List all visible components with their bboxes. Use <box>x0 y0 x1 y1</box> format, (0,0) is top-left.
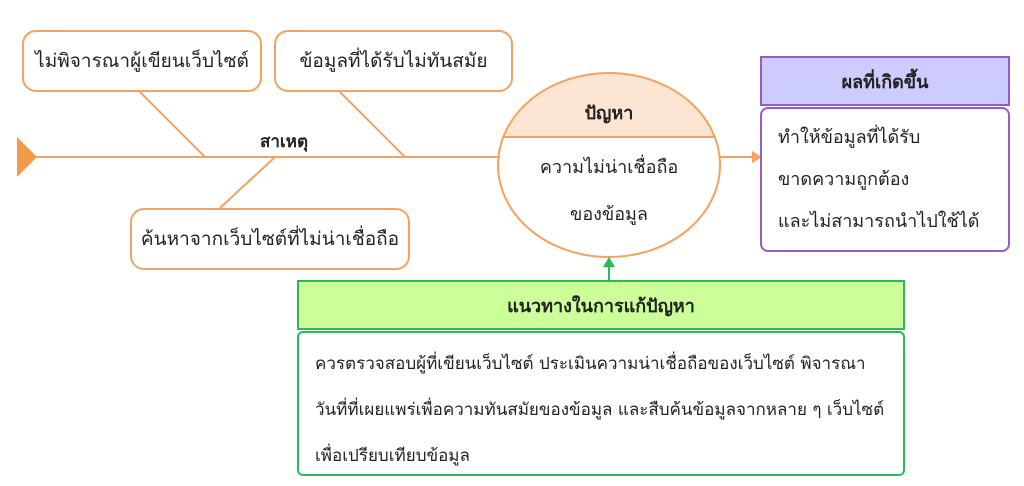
effect-body: ทำให้ข้อมูลที่ได้รับ ขาดความถูกต้อง และไ… <box>760 107 1010 252</box>
cause-box-3: ค้นหาจากเว็บไซต์ที่ไม่น่าเชื่อถือ <box>130 208 410 270</box>
solution-line: วันที่ที่เผยแพร่เพื่อความทันสมัยของข้อมู… <box>315 400 885 420</box>
bone-1 <box>139 91 206 158</box>
bone-2 <box>339 91 406 158</box>
solution-line: ควรตรวจสอบผู้ที่เขียนเว็บไซต์ ประเมินควา… <box>315 354 866 374</box>
solution-arrowhead <box>603 257 615 267</box>
effect-arrowhead <box>752 151 762 163</box>
solution-line: เพื่อเปรียบเทียบข้อมูล <box>315 446 470 466</box>
solution-header: แนวทางในการแก้ปัญหา <box>297 280 905 330</box>
cause-text: ไม่พิจารณาผู้เขียนเว็บไซต์ <box>35 50 249 72</box>
problem-line-1: ความไม่น่าเชื่อถือ <box>539 157 679 178</box>
problem-line-2: ของข้อมูล <box>570 204 648 225</box>
effect-header: ผลที่เกิดขึ้น <box>760 56 1010 106</box>
cause-box-1: ไม่พิจารณาผู้เขียนเว็บไซต์ <box>22 30 262 92</box>
causes-label: สาเหตุ <box>260 132 308 152</box>
effect-title: ผลที่เกิดขึ้น <box>841 71 929 93</box>
cause-box-2: ข้อมูลที่ได้รับไม่ทันสมัย <box>274 30 513 92</box>
solution-title: แนวทางในการแก้ปัญหา <box>507 295 695 317</box>
cause-text: ข้อมูลที่ได้รับไม่ทันสมัย <box>299 50 488 72</box>
problem-title: ปัญหา <box>584 103 634 124</box>
bone-3 <box>219 156 276 209</box>
effect-line: ขาดความถูกต้อง <box>778 169 910 190</box>
spine-tail-triangle <box>17 137 37 177</box>
effect-line: และไม่สามารถนำไปใช้ได้ <box>778 211 980 232</box>
solution-body: ควรตรวจสอบผู้ที่เขียนเว็บไซต์ ประเมินควา… <box>297 331 905 476</box>
cause-text: ค้นหาจากเว็บไซต์ที่ไม่น่าเชื่อถือ <box>140 228 400 250</box>
effect-line: ทำให้ข้อมูลที่ได้รับ <box>778 127 921 148</box>
problem-header-fill <box>503 73 715 137</box>
